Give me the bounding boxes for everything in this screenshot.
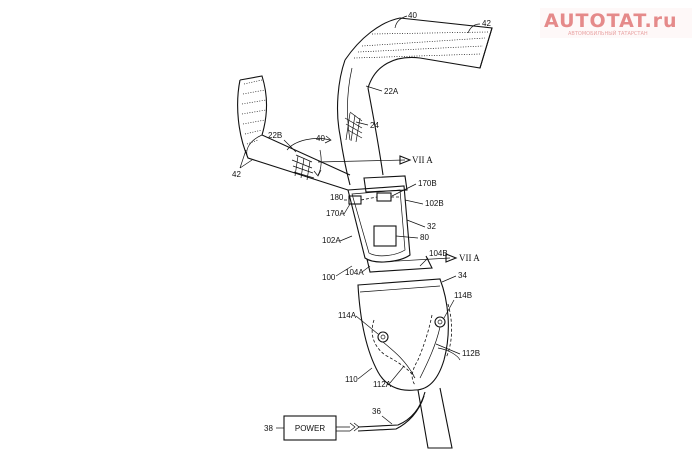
- ref-34: 34: [458, 271, 467, 280]
- section-line-bottom: [379, 253, 458, 263]
- autotat-watermark-logo: AUTOTAT.ru АВТОМОБИЛЬНЫЙ ТАТАРСТАН: [540, 8, 692, 38]
- upper-webbing: [336, 17, 493, 186]
- ref-104b: 104B: [429, 249, 448, 258]
- ref-40-top: 40: [408, 11, 417, 20]
- ref-22a: 22A: [384, 87, 399, 96]
- power-wire: [336, 391, 426, 432]
- ref-32: 32: [427, 222, 436, 231]
- section-label-top: VII A: [412, 155, 433, 165]
- buckle-housing: [357, 278, 461, 449]
- ref-170a: 170A: [326, 209, 345, 218]
- ref-40-mid: 40: [316, 134, 325, 143]
- ref-104a: 104A: [345, 268, 364, 277]
- ref-112a: 112A: [373, 380, 392, 389]
- section-label-bottom: VII A: [459, 253, 480, 263]
- left-webbing: [237, 75, 351, 191]
- watermark-tagline: АВТОМОБИЛЬНЫЙ ТАТАРСТАН: [568, 30, 648, 37]
- ref-42-top: 42: [482, 19, 491, 28]
- tongue-plate: [344, 175, 433, 273]
- ref-24: 24: [370, 121, 379, 130]
- ref-36: 36: [372, 407, 381, 416]
- ref-22b: 22B: [268, 131, 282, 140]
- ref-114a: 114A: [338, 311, 357, 320]
- ref-170b: 170B: [418, 179, 437, 188]
- ref-42-left: 42: [232, 170, 241, 179]
- section-line-top: [317, 155, 412, 165]
- webbing-hatch: [344, 111, 363, 143]
- ref-110: 110: [345, 375, 358, 384]
- ref-180: 180: [330, 193, 344, 202]
- ref-114b: 114B: [454, 291, 472, 300]
- ref-112b: 112B: [462, 349, 480, 358]
- ref-102b: 102B: [425, 199, 444, 208]
- power-label: POWER: [295, 424, 325, 433]
- watermark-brand: AUTOTAT.ru: [544, 10, 678, 32]
- ref-100: 100: [322, 273, 336, 282]
- reference-numerals: 40 42 22A 24 22B 40 42 VII A 170B 180 10…: [232, 11, 491, 433]
- ref-80: 80: [420, 233, 429, 242]
- ref-38: 38: [264, 424, 273, 433]
- ref-102a: 102A: [322, 236, 341, 245]
